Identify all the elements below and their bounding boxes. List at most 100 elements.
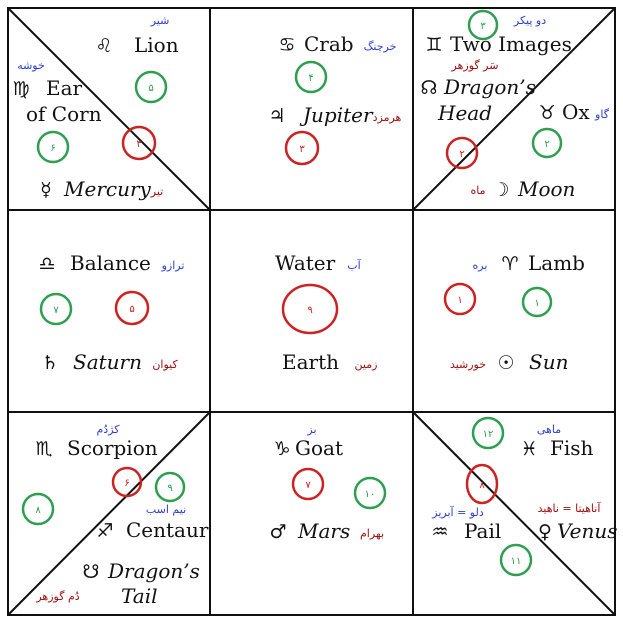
cell-bottom-middle: بز ♑ Goat ۷ ۱۰ ♂ Mars بهرام — [269, 423, 387, 543]
aries-symbol-icon: ♈ — [501, 253, 518, 275]
balance-label: Balance — [70, 251, 151, 275]
lion-label: Lion — [134, 33, 179, 57]
diagonal-bottom-left — [7, 411, 211, 616]
diagonal-top-right — [412, 7, 616, 211]
circle-green-9 — [154, 471, 186, 503]
circle-green-9-number: ۹ — [167, 483, 172, 494]
mercury-persian: تیر — [150, 185, 163, 198]
circle-red-9-number: ۹ — [307, 305, 312, 316]
mars-symbol-icon: ♂ — [269, 521, 286, 543]
water-persian: آب — [347, 258, 361, 272]
circle-red-3-number: ۳ — [299, 144, 305, 155]
circle-green-12 — [471, 416, 505, 450]
scorpion-label: Scorpion — [67, 436, 158, 460]
cancer-symbol-icon: ♋ — [278, 34, 295, 56]
dragons-tail-persian: دُم گوزهر — [35, 590, 79, 603]
circle-red-6-number: ۶ — [124, 478, 129, 489]
circle-green-7 — [39, 292, 73, 326]
circle-red-7-number: ۷ — [305, 480, 311, 491]
circle-red-2-number: ۲ — [459, 149, 464, 160]
balance-persian: ترازو — [161, 259, 185, 272]
circle-red-5 — [114, 290, 150, 326]
ear-label: Ear — [46, 76, 83, 100]
circle-green-11-number: ۱۱ — [511, 556, 522, 567]
jupiter-label: Jupiter — [299, 103, 374, 127]
outer-border — [7, 7, 616, 616]
circle-green-3 — [467, 9, 499, 41]
dragons-head-symbol-icon: ☊ — [421, 77, 438, 99]
moon-label: Moon — [517, 177, 575, 201]
fish-label: Fish — [550, 436, 594, 460]
dragons-head-persian: سَر گوزهر — [451, 59, 499, 72]
circle-green-1 — [521, 286, 553, 318]
ox-label: Ox — [562, 100, 590, 124]
saturn-persian: کیوان — [152, 358, 178, 371]
moon-persian: ماه — [470, 184, 485, 197]
of-corn-label: of Corn — [26, 102, 102, 126]
two-images-label: Two Images — [450, 32, 572, 56]
circle-green-5 — [134, 70, 168, 104]
scorpio-symbol-icon: ♏ — [35, 438, 52, 460]
circle-green-11 — [499, 543, 533, 577]
pail-persian: دلو = آبریز — [431, 505, 484, 519]
libra-symbol-icon: ♎ — [38, 253, 55, 275]
jupiter-persian: هرمزد — [373, 111, 402, 124]
circle-green-10 — [353, 476, 387, 510]
venus-label: Venus — [557, 519, 617, 543]
circle-green-5-number: ۵ — [148, 83, 153, 94]
circle-green-4 — [294, 60, 328, 94]
diagonal-bottom-right — [412, 411, 616, 616]
circle-red-3 — [284, 130, 320, 166]
fish-persian: ماهی — [537, 423, 561, 436]
two-images-persian: دو پیکر — [513, 14, 546, 27]
circle-green-12-number: ۱۲ — [483, 429, 494, 440]
cell-center: Water آب ۹ Earth زمین — [275, 251, 377, 374]
sun-label: Sun — [529, 350, 568, 374]
aquarius-symbol-icon: ♒ — [431, 521, 448, 543]
mars-label: Mars — [297, 519, 350, 543]
tail-label: Tail — [121, 584, 158, 608]
venus-persian: آناهیتا = ناهید — [538, 501, 602, 515]
cell-top-right: ۳ دو پیکر ♊ Two Images سَر گوزهر ☊ Drago… — [421, 9, 610, 201]
cell-top-left: شیر ♌ Lion خوشه ♍ Ear of Corn ۵ ۶ ۴ ☿ Me… — [12, 14, 178, 201]
scorpion-persian: کژدُم — [96, 423, 120, 436]
circle-red-5-number: ۵ — [129, 304, 134, 315]
circle-red-7 — [291, 467, 325, 501]
circle-green-1-number: ۱ — [534, 298, 539, 309]
circle-green-3-number: ۳ — [480, 21, 486, 32]
pail-label: Pail — [464, 519, 501, 543]
water-label: Water — [275, 251, 336, 275]
mercury-label: Mercury — [63, 177, 152, 201]
pisces-symbol-icon: ♓ — [520, 438, 537, 460]
ear-persian: خوشه — [17, 59, 45, 72]
circle-red-8-number: ۸ — [479, 480, 485, 491]
sun-persian: خورشید — [450, 358, 486, 371]
goat-label: Goat — [295, 436, 343, 460]
circle-red-1 — [443, 282, 477, 316]
lion-persian: شیر — [150, 14, 170, 27]
circle-red-4 — [121, 125, 157, 161]
cell-bottom-left: کژدُم ♏ Scorpion ۶ ۹ ۸ نیم اسب ♐ Centaur… — [21, 423, 209, 608]
gemini-symbol-icon: ♊ — [425, 34, 442, 56]
mars-persian: بهرام — [360, 527, 384, 540]
circle-green-6-number: ۶ — [50, 143, 55, 154]
earth-label: Earth — [282, 350, 339, 374]
circle-green-7-number: ۷ — [53, 305, 59, 316]
circle-green-2 — [531, 127, 563, 159]
cell-bottom-right: ماهی ۱۲ ♓ Fish ۸ آناهیتا = ناهید دلو = آ… — [431, 416, 617, 577]
goat-persian: بز — [306, 423, 316, 436]
dragons-label: Dragon’s — [443, 75, 536, 99]
dragons-tail-symbol-icon: ☋ — [83, 561, 100, 583]
sagittarius-symbol-icon: ♐ — [96, 520, 113, 542]
circle-red-9 — [281, 283, 339, 335]
sun-symbol-icon: ☉ — [497, 352, 514, 374]
lamb-label: Lamb — [528, 251, 585, 275]
capricorn-symbol-icon: ♑ — [273, 438, 290, 460]
moon-symbol-icon: ☽ — [492, 179, 509, 201]
mercury-symbol-icon: ☿ — [40, 179, 52, 201]
circle-red-2 — [445, 136, 479, 170]
cell-middle-left: ♎ Balance ترازو ۷ ۵ ♄ Saturn کیوان — [38, 251, 184, 374]
centaur-persian: نیم اسب — [146, 503, 186, 516]
circle-green-10-number: ۱۰ — [365, 489, 376, 500]
